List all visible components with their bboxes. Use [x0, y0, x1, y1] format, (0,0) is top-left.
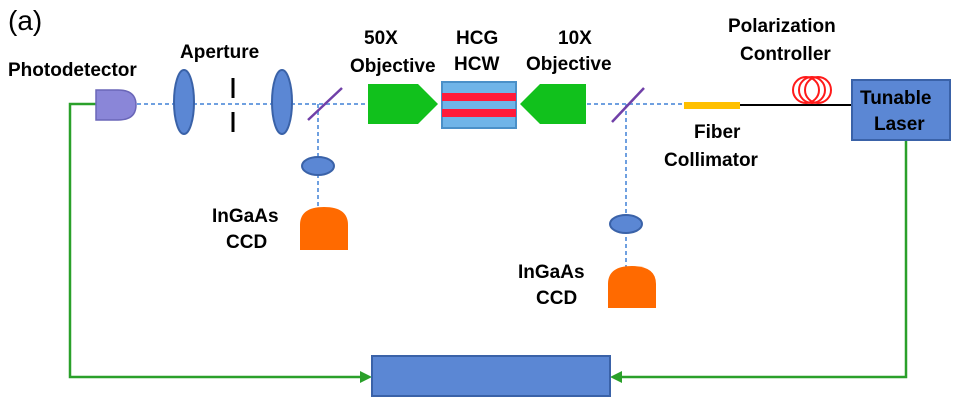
polarization-coil-icon: [792, 76, 832, 104]
objective-50x-shape: [368, 84, 438, 124]
ccd-right-shape: [608, 266, 656, 308]
photodetector-label: Photodetector: [8, 60, 137, 81]
ccd-left-label-2: CCD: [226, 232, 267, 253]
fiber-label-1: Fiber: [694, 122, 741, 143]
lockin-amplifier-box: [371, 355, 611, 397]
fiber-collimator-shape: [684, 102, 740, 109]
laser-label-1: Tunable: [860, 88, 931, 109]
laser-label-2: Laser: [874, 114, 925, 135]
sample-chip: [441, 81, 517, 129]
tunable-laser-box: [851, 79, 951, 141]
arrow-to-lockin-right: [610, 371, 622, 383]
ccd-left-label-1: InGaAs: [212, 206, 279, 227]
fiber-label-2: Collimator: [664, 150, 759, 171]
objective-50x-label-2: Objective: [350, 56, 436, 77]
arrow-to-lockin-left: [360, 371, 372, 383]
beam-splitter-right: [611, 87, 645, 123]
objective-10x-label-2: Objective: [526, 54, 612, 75]
sample-label-2: HCW: [454, 54, 499, 75]
polarization-label-2: Controller: [740, 44, 831, 65]
ccd-lens-left: [301, 156, 335, 176]
objective-10x-shape: [520, 84, 586, 124]
ccd-right-label-1: InGaAs: [518, 262, 585, 283]
lens-2: [271, 69, 293, 135]
panel-label: (a): [8, 5, 42, 36]
photodetector-shape: [95, 89, 137, 121]
ccd-left-shape: [300, 207, 348, 250]
beam-path: [130, 103, 690, 270]
ccd-lens-right: [609, 214, 643, 234]
lens-1: [173, 69, 195, 135]
sample-label-1: HCG: [456, 28, 498, 49]
beam-splitter-left: [307, 87, 343, 121]
polarization-label-1: Polarization: [728, 16, 836, 37]
signal-wires: [68, 102, 908, 379]
objective-50x-label-1: 50X: [364, 28, 398, 49]
ccd-right-label-2: CCD: [536, 288, 577, 309]
objective-10x-label-1: 10X: [558, 28, 592, 49]
aperture-label: Aperture: [180, 42, 259, 63]
